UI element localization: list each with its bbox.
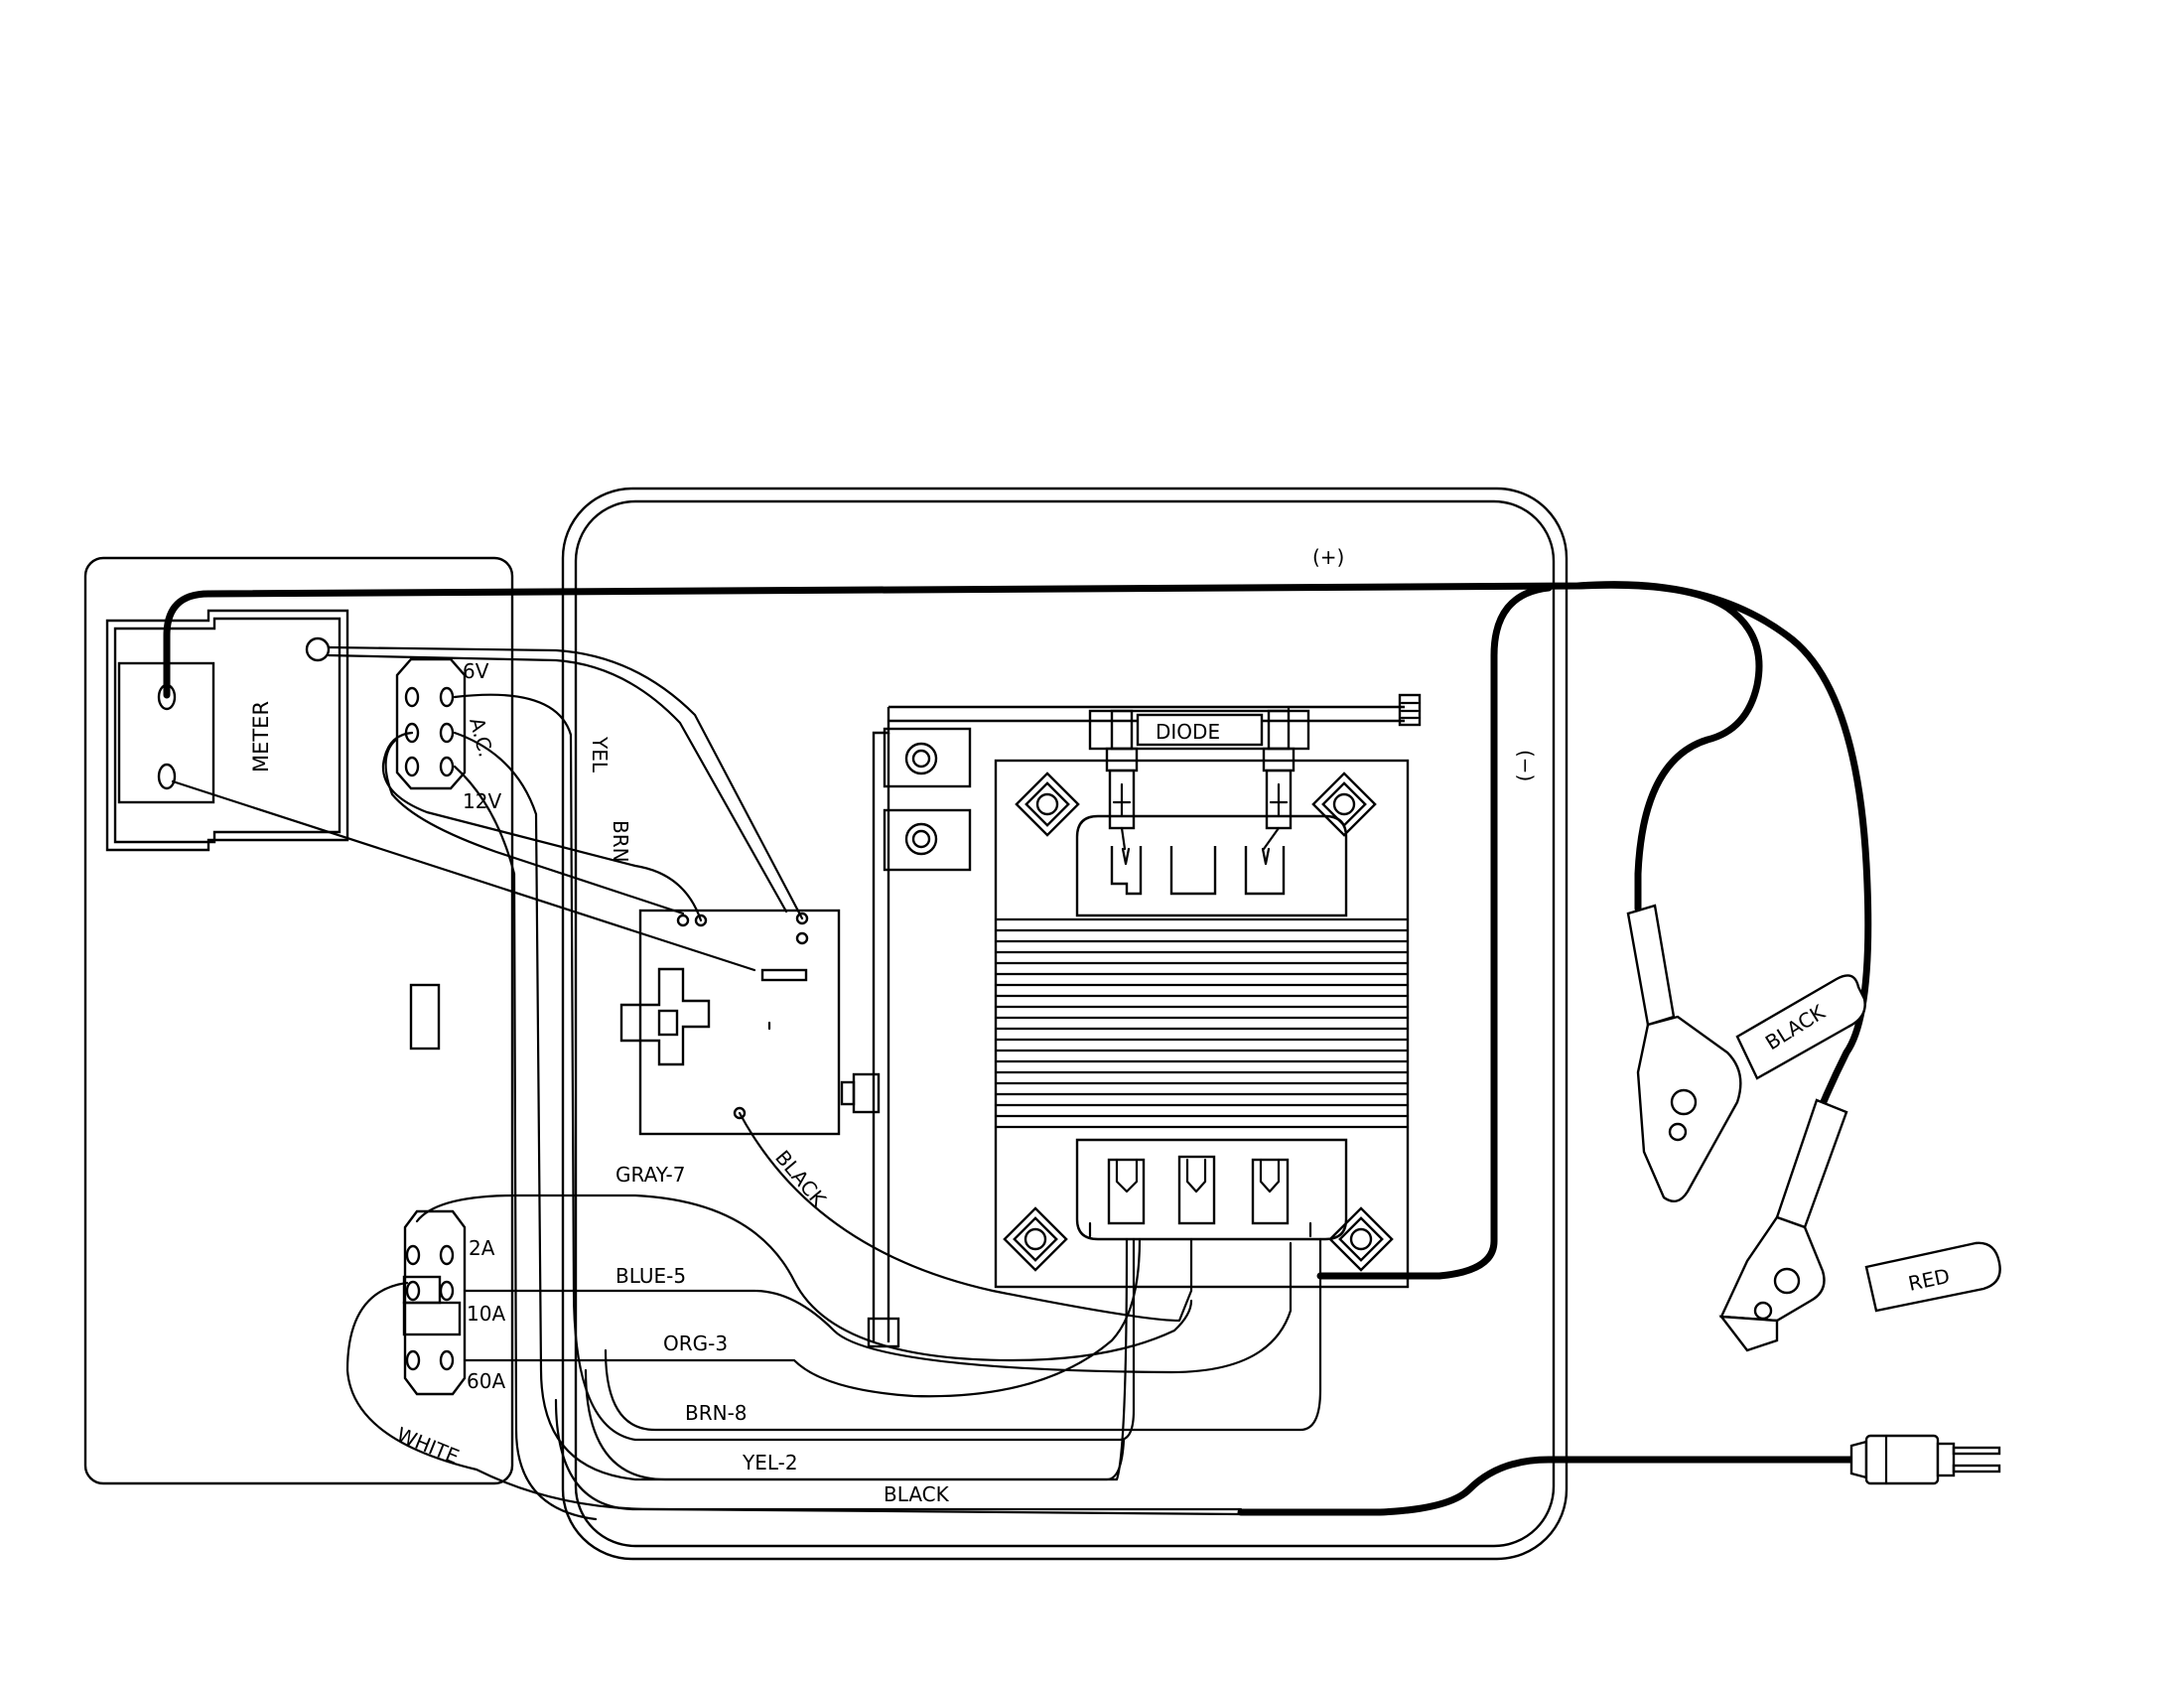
transformer-bolt-tr [1311,772,1377,837]
yel2-label: YEL-2 [742,1451,798,1474]
negative-cable-outer [1574,581,1872,1176]
diode-label-box [1136,713,1264,747]
transformer-top-terminals [1110,846,1286,896]
black-board-label: BLACK [770,1146,831,1211]
cabinet-outline [561,487,1569,1561]
red-clamp-sleeve [1864,1241,2001,1313]
negative-cable-inner [1316,584,1553,1280]
transformer-bottom-terminals [1088,1155,1312,1238]
internal-wiring [171,645,1322,1521]
brn8-label: BRN-8 [685,1401,748,1425]
diode-label: DIODE [1156,720,1220,744]
plus-connector [1398,693,1422,727]
red-clamp[interactable]: RED [1718,1098,2001,1352]
transformer-bolt-bl [1003,1206,1068,1272]
meter-label: METER [249,701,273,772]
transformer-laminations [994,917,1410,1129]
meter: METER [105,609,349,852]
panel-slot [409,983,441,1051]
white-label: WHITE [393,1422,463,1469]
meter-terminal-right [305,636,331,662]
brn-label: BRN [609,820,632,863]
black-bottom-label: BLACK [884,1482,950,1506]
60a-label: 60A [467,1369,505,1393]
2a-label: 2A [469,1236,495,1260]
6v-label: 6V [463,659,489,683]
gray7-label: GRAY-7 [615,1163,686,1187]
black-clamp[interactable]: BLACK [1626,904,1866,1203]
power-plug [1849,1434,2001,1485]
output-cables [163,581,1872,1516]
ampere-selector-switch[interactable]: 2A 10A 60A [402,1209,505,1396]
10a-label: 10A [467,1302,505,1326]
positive-label: (+) [1312,545,1344,569]
circuit-board [619,909,841,1136]
negative-label: (−) [1514,750,1538,781]
yel-label: YEL [588,736,612,773]
12v-label: 12V [463,789,501,813]
positive-cable [163,581,1763,912]
org3-label: ORG-3 [663,1332,728,1355]
front-panel [83,556,514,1485]
black-clamp-sleeve [1735,974,1866,1080]
power-cord [1237,1456,1855,1516]
voltage-selector-switch[interactable]: 6V A.C. 12V [395,657,501,813]
transformer-bolt-br [1328,1206,1394,1272]
transformer-bolt-tl [1015,772,1080,837]
meter-terminal-bottom [157,763,177,790]
transformer [994,759,1410,1289]
diode-assembly: DIODE [1088,693,1422,851]
blue5-label: BLUE-5 [615,1264,686,1288]
